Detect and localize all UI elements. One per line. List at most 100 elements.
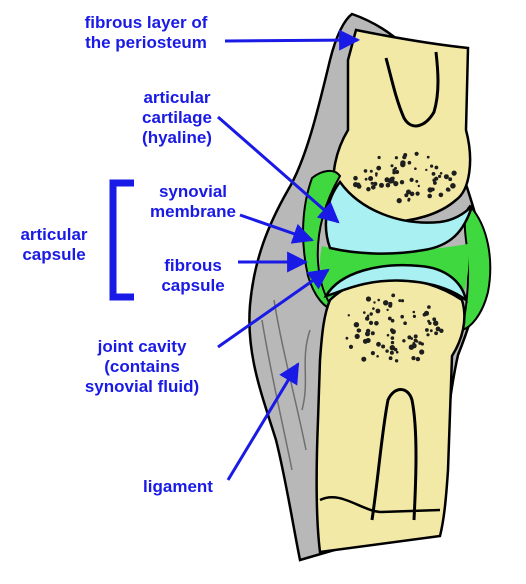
bone-dot <box>353 175 358 181</box>
bone-dot <box>381 344 386 349</box>
bone-dot <box>389 350 394 355</box>
label-fibrous-capsule: fibrous capsule <box>148 256 238 296</box>
label-joint-cavity-line1: joint cavity <box>97 337 187 356</box>
upper-cartilage <box>324 179 474 255</box>
bone-dot <box>369 169 373 173</box>
arrow-joint-cavity <box>217 268 330 349</box>
bone-dot <box>372 307 375 310</box>
lower-bone-cavity <box>370 388 418 521</box>
bone-dot <box>426 333 430 337</box>
bone-dot <box>377 298 381 302</box>
bone-dot <box>402 339 406 343</box>
capsule-bracket <box>109 179 134 301</box>
bone-dot <box>365 331 370 337</box>
bone-dot <box>415 340 419 343</box>
bone-dot <box>435 326 441 332</box>
bone-dot <box>386 308 389 312</box>
bone-dot <box>412 342 416 345</box>
bone-dot <box>365 316 370 321</box>
bone-dot <box>389 345 395 351</box>
bone-dot <box>427 193 433 199</box>
arrow-periosteum <box>224 29 361 51</box>
bone-dot <box>362 338 368 344</box>
bone-dot <box>398 299 402 303</box>
bone-dot <box>412 310 416 314</box>
bone-dot <box>385 349 389 353</box>
bone-dot <box>439 172 443 175</box>
bone-dot <box>407 160 412 165</box>
bone-dot <box>368 320 374 325</box>
bone-dot <box>411 356 416 361</box>
bone-dot <box>354 333 360 339</box>
bone-dot <box>388 301 393 306</box>
arrow-synovial-membrane <box>239 213 314 244</box>
bone-dot <box>433 181 437 185</box>
bone-dot <box>417 184 420 188</box>
bone-dot <box>385 182 391 188</box>
bone-dot <box>450 183 456 189</box>
bone-dot <box>391 293 396 298</box>
lower-cartilage <box>323 263 468 304</box>
bone-dot <box>370 351 375 356</box>
bone-dot <box>414 151 419 156</box>
bone-dot <box>388 356 393 361</box>
bone-dot <box>403 153 408 157</box>
bone-dot <box>415 191 420 196</box>
bone-dot <box>395 350 399 354</box>
bone-dot <box>410 337 414 340</box>
label-ligament: ligament <box>128 477 228 497</box>
upper-bone-cavity <box>384 51 440 128</box>
bone-dot <box>415 179 419 183</box>
bone-dot <box>347 314 350 317</box>
bone-dot <box>390 340 395 345</box>
bone-dot <box>427 305 431 309</box>
bone-dot <box>426 155 430 159</box>
bone-dot <box>370 181 374 185</box>
bone-dot <box>438 192 444 198</box>
bone-dot <box>420 342 424 346</box>
bone-dot <box>430 164 434 168</box>
label-periosteum-line2: the periosteum <box>85 33 207 52</box>
label-articular-capsule: articular capsule <box>4 225 104 265</box>
bone-dot <box>438 174 442 178</box>
label-ligament-line1: ligament <box>143 477 213 496</box>
bone-dot <box>384 177 390 183</box>
bone-dot <box>373 301 376 304</box>
label-joint-cavity-line3: synovial fluid) <box>84 377 200 396</box>
bone-dot <box>433 320 439 326</box>
bone-dot <box>447 188 451 192</box>
bone-dot <box>364 177 368 181</box>
bone-dot <box>383 300 389 306</box>
bone-dot <box>427 319 430 323</box>
label-synovial-line1: synovial <box>158 182 228 201</box>
bone-dot <box>408 344 415 350</box>
bone-dot <box>439 328 444 333</box>
bone-dot <box>434 165 439 170</box>
bone-dot <box>413 334 418 339</box>
arrow-ligament <box>226 362 300 481</box>
bone-dot <box>379 182 384 188</box>
bone-dot <box>356 184 362 189</box>
bone-dot <box>431 172 436 176</box>
bone-dot <box>376 165 382 171</box>
bone-dot <box>390 328 394 333</box>
bone-dot <box>390 318 395 323</box>
bone-dot <box>375 174 378 177</box>
label-articular-capsule-line1: articular <box>20 225 88 244</box>
label-fibrous-line1: fibrous <box>164 256 222 275</box>
bone-dot <box>373 181 378 186</box>
bone-dot <box>375 172 378 176</box>
bone-dot <box>400 299 405 303</box>
label-synovial-membrane: synovial membrane <box>143 182 243 222</box>
label-cartilage-line3: (hyaline) <box>142 128 212 147</box>
bone-dot <box>406 189 411 195</box>
bone-dot <box>425 168 428 172</box>
bone-dot <box>376 355 379 358</box>
bone-dot <box>400 314 405 319</box>
bone-dot <box>415 356 421 362</box>
bone-dot <box>403 321 407 326</box>
bone-dot <box>425 328 429 332</box>
spongy-bone-dots-lower <box>345 293 444 363</box>
